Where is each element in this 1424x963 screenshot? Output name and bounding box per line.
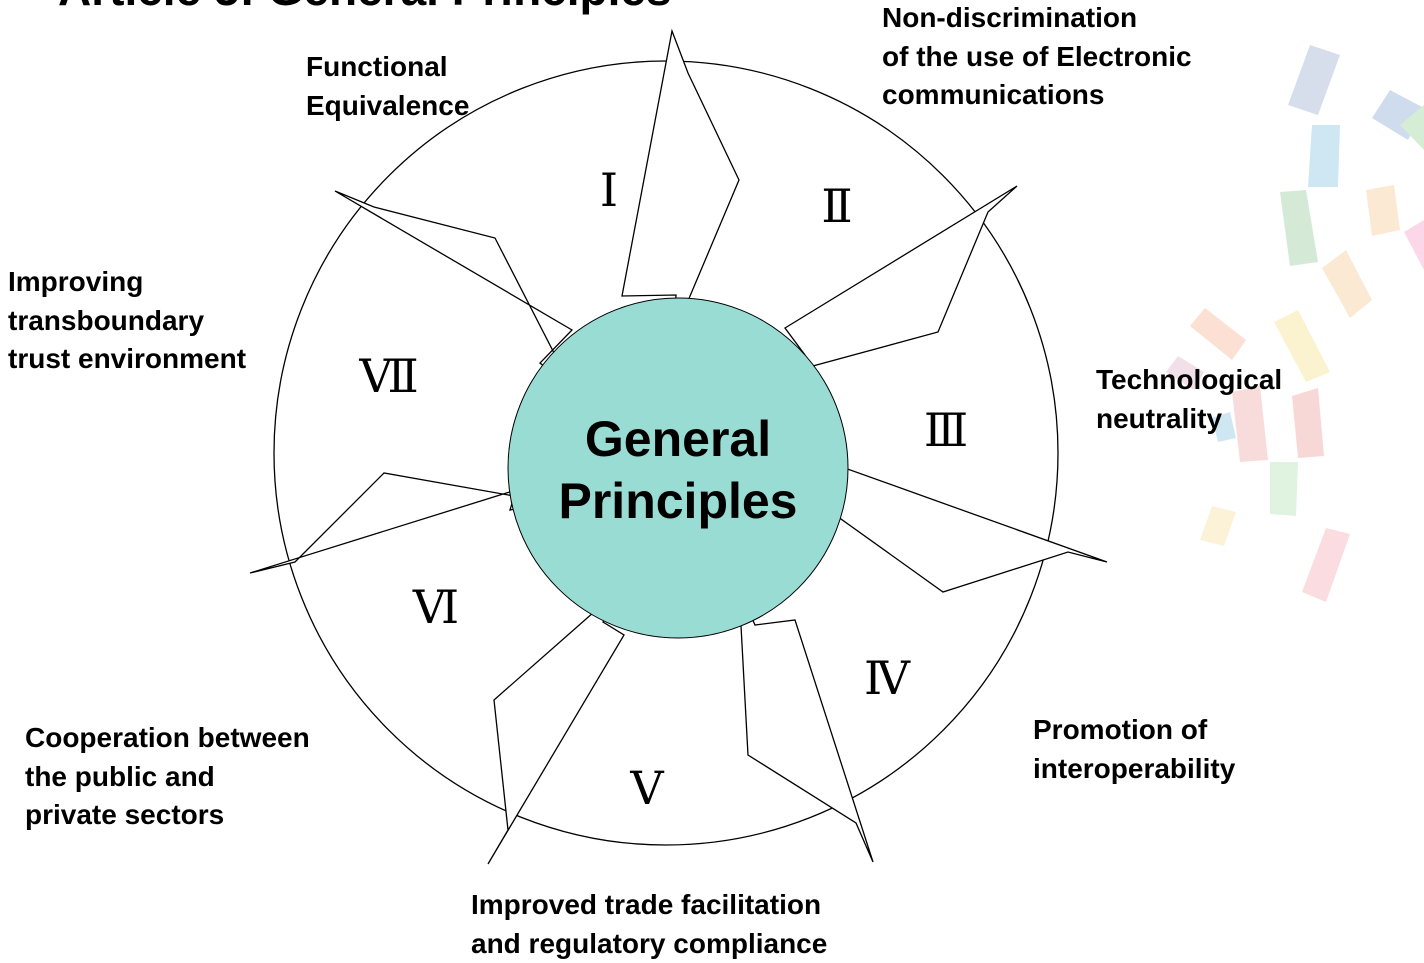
principle-label-2: Non-discrimination of the use of Electro… xyxy=(882,0,1192,115)
label-line: neutrality xyxy=(1096,400,1282,439)
label-line: Non-discrimination xyxy=(882,0,1192,38)
label-line: trust environment xyxy=(8,340,246,379)
principle-label-1: Functional Equivalence xyxy=(306,48,469,125)
numeral-2: Ⅱ xyxy=(821,183,848,229)
numeral-5: Ⅴ xyxy=(630,765,659,811)
principle-label-3: Technological neutrality xyxy=(1096,361,1282,438)
numeral-4: Ⅳ xyxy=(864,655,906,701)
principle-label-4: Promotion of interoperability xyxy=(1033,711,1235,788)
numeral-7: Ⅶ xyxy=(359,353,414,399)
principle-label-7: Improving transboundary trust environmen… xyxy=(8,263,246,379)
label-line: Technological xyxy=(1096,361,1282,400)
label-line: and regulatory compliance xyxy=(471,925,827,963)
label-line: interoperability xyxy=(1033,750,1235,789)
center-label: General Principles xyxy=(559,408,798,532)
center-label-line: General xyxy=(559,408,798,470)
principle-label-6: Cooperation between the public and priva… xyxy=(25,719,310,835)
numeral-3: Ⅲ xyxy=(924,407,964,453)
numeral-1: Ⅰ xyxy=(600,167,614,213)
label-line: the public and xyxy=(25,758,310,797)
label-line: transboundary xyxy=(8,302,246,341)
label-line: private sectors xyxy=(25,796,310,835)
label-line: Improving xyxy=(8,263,246,302)
center-label-line: Principles xyxy=(559,470,798,532)
numeral-6: Ⅵ xyxy=(413,584,455,630)
label-line: Cooperation between xyxy=(25,719,310,758)
label-line: Improved trade facilitation xyxy=(471,886,827,925)
label-line: of the use of Electronic xyxy=(882,38,1192,77)
principle-label-5: Improved trade facilitation and regulato… xyxy=(471,886,827,963)
label-line: communications xyxy=(882,76,1192,115)
label-line: Promotion of xyxy=(1033,711,1235,750)
label-line: Functional xyxy=(306,48,469,87)
label-line: Equivalence xyxy=(306,87,469,126)
